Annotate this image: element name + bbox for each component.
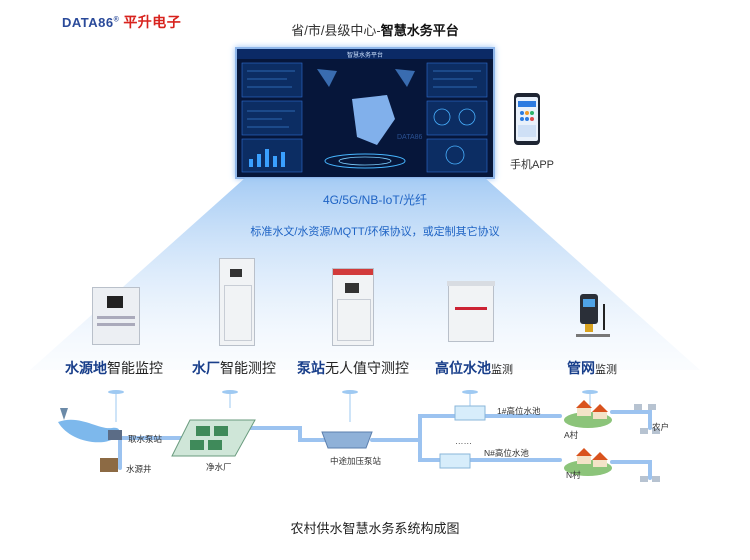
logo-brand: DATA86 xyxy=(62,15,114,30)
screen-title: 智慧水务平台 xyxy=(347,51,383,59)
platform-name: 智慧水务平台 xyxy=(380,23,459,38)
diagram-caption: 农村供水智慧水务系统构成图 xyxy=(290,521,460,536)
pump-station-cabinet xyxy=(332,268,374,346)
booster-station-shape xyxy=(321,431,373,449)
village-n-shape xyxy=(564,448,612,476)
label-plant: 净水厂 xyxy=(206,462,232,472)
station-label-water-source: 水源地智能监控 xyxy=(65,360,163,376)
protocol-label: 标准水文/水资源/MQTT/环保协议，或定制其它协议 xyxy=(250,226,500,238)
app-label: 手机APP xyxy=(510,159,555,171)
station-label-high-pool: 高位水池监测 xyxy=(435,360,513,376)
water-supply-schematic: 取水泵站 水源井 净水厂 中途加压泵站 1#高位水池 …… N#高位水池 A村 … xyxy=(58,390,669,482)
well-shape xyxy=(100,458,118,472)
screen-watermark: DATA86 xyxy=(397,134,423,141)
label-intake: 取水泵站 xyxy=(128,434,163,444)
label-village-a: A村 xyxy=(564,430,579,440)
station-label-pump-station: 泵站无人值守测控 xyxy=(297,360,409,376)
water-plant-shape xyxy=(171,419,256,457)
label-dots: …… xyxy=(455,436,472,446)
water-plant-cabinet xyxy=(219,258,255,346)
logo-reg: ® xyxy=(113,16,120,24)
dashboard-graphic: 智慧水务平台 DATA86 xyxy=(237,49,493,173)
label-booster: 中途加压泵站 xyxy=(330,456,382,466)
water-source-cabinet xyxy=(92,287,140,345)
platform-prefix: 省/市/县级中心- xyxy=(291,23,381,38)
logo-company: 平升电子 xyxy=(123,14,182,30)
label-pool-1: 1#高位水池 xyxy=(497,406,541,416)
pipe-network-meter xyxy=(576,294,610,337)
network-label: 4G/5G/NB-IoT/光纤 xyxy=(322,193,428,207)
label-well: 水源井 xyxy=(126,464,152,474)
pool-1-shape xyxy=(454,405,486,421)
label-farmers: 农户 xyxy=(652,422,669,432)
platform-title: 省/市/县级中心-智慧水务平台 xyxy=(0,20,750,39)
intake-pump-shape xyxy=(108,430,122,440)
station-label-pipe-network: 管网监测 xyxy=(567,360,617,376)
app-ui-graphic xyxy=(518,101,536,137)
village-a-shape xyxy=(564,400,612,428)
station-label-water-plant: 水厂智能测控 xyxy=(192,360,276,376)
pool-n-shape xyxy=(439,453,471,469)
phone-device xyxy=(514,93,540,145)
label-village-n: N村 xyxy=(566,470,581,480)
dashboard-screen: 智慧水务平台 DATA86 xyxy=(235,47,495,179)
phone-screen xyxy=(516,97,538,141)
label-pool-n: N#高位水池 xyxy=(484,448,529,458)
high-pool-cabinet xyxy=(447,281,495,342)
company-logo: DATA86®平升电子 xyxy=(62,12,181,32)
